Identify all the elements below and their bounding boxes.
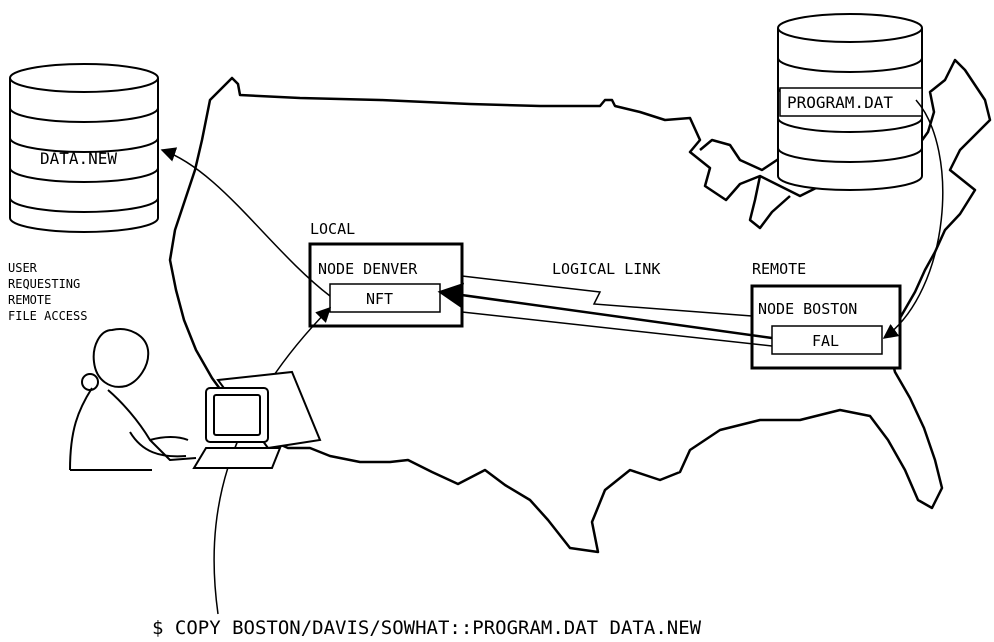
copy-command: $ COPY BOSTON/DAVIS/SOWHAT::PROGRAM.DAT … <box>152 617 702 639</box>
data-new-database-icon <box>9 63 159 233</box>
us-map-outline <box>168 58 992 554</box>
logical-link-label: LOGICAL LINK <box>552 260 660 278</box>
user-caption-line-2: REQUESTING <box>8 277 80 291</box>
node-boston-label: NODE BOSTON <box>758 300 857 318</box>
local-tag: LOCAL <box>310 220 355 238</box>
nft-label: NFT <box>366 290 393 308</box>
user-caption-line-3: REMOTE <box>8 293 51 307</box>
user-caption: USER REQUESTING REMOTE FILE ACCESS <box>8 261 87 323</box>
user-person-icon <box>69 328 197 471</box>
computer-terminal-icon <box>192 370 322 469</box>
data-new-label: DATA.NEW <box>40 149 117 168</box>
program-dat-label-box <box>779 87 923 117</box>
user-caption-line-1: USER <box>8 261 38 275</box>
user-caption-line-4: FILE ACCESS <box>8 309 87 323</box>
program-dat-label: PROGRAM.DAT <box>787 93 893 112</box>
node-denver-label: NODE DENVER <box>318 260 418 278</box>
remote-tag: REMOTE <box>752 260 806 278</box>
logical-link-lines <box>437 275 773 347</box>
fal-box <box>771 325 883 355</box>
fal-label: FAL <box>812 332 839 350</box>
